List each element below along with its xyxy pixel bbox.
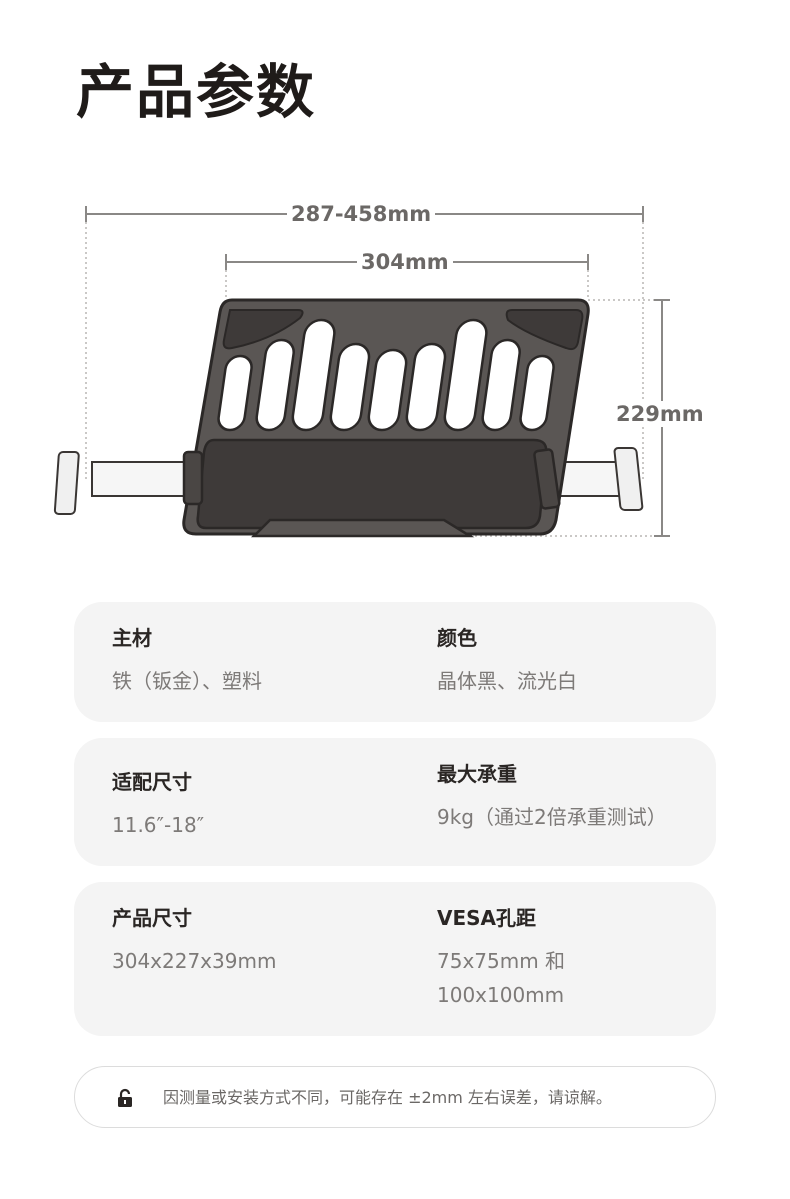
spec-label: 颜色	[437, 626, 477, 650]
spec-label: 产品尺寸	[112, 906, 192, 930]
height-label: 229mm	[612, 401, 708, 427]
spec-value: 铁（钣金）、塑料	[112, 669, 262, 693]
spec-value: 11.6″-18″	[112, 813, 205, 837]
spec-material: 主材 铁（钣金）、塑料	[112, 624, 262, 698]
spec-value-line: 100x100mm	[437, 983, 565, 1007]
spec-card-material-color: 主材 铁（钣金）、塑料 颜色 晶体黑、流光白	[74, 602, 716, 722]
right-arm	[555, 447, 644, 511]
spec-label: VESA孔距	[437, 906, 537, 930]
right-clamp	[533, 448, 561, 510]
spec-fit-size: 适配尺寸 11.6″-18″	[112, 768, 204, 842]
spec-value: 304x227x39mm	[112, 949, 277, 973]
notice-text: 因测量或安装方式不同，可能存在 ±2mm 左右误差，请谅解。	[163, 1088, 612, 1107]
overall-width-label: 287-458mm	[287, 201, 436, 227]
product-dimension-diagram: 287-458mm 304mm 229mm	[0, 180, 790, 570]
laptop-stand-illustration	[53, 206, 670, 538]
right-corner-grip	[505, 309, 584, 351]
spec-card-size-load: 适配尺寸 11.6″-18″ 最大承重 9kg（通过2倍承重测试）	[74, 738, 716, 866]
plate-width-label: 304mm	[357, 249, 453, 275]
palm-rest-pad	[196, 438, 548, 530]
spec-value: 晶体黑、流光白	[437, 669, 577, 693]
left-clamp	[182, 450, 204, 506]
page-title: 产品参数	[76, 58, 317, 126]
spec-value: 75x75mm 和 100x100mm	[437, 944, 565, 1012]
spec-label: 适配尺寸	[112, 770, 192, 794]
spec-label: 主材	[112, 626, 152, 650]
measurement-notice: 因测量或安装方式不同，可能存在 ±2mm 左右误差，请谅解。	[74, 1066, 716, 1128]
left-corner-grip	[222, 309, 304, 350]
spec-product-size: 产品尺寸 304x227x39mm	[112, 904, 276, 978]
spec-max-load: 最大承重 9kg（通过2倍承重测试）	[437, 760, 667, 834]
lock-icon	[118, 1088, 132, 1107]
spec-card-dimensions-vesa: 产品尺寸 304x227x39mm VESA孔距 75x75mm 和 100x1…	[74, 882, 716, 1036]
spec-value-line: 75x75mm 和	[437, 949, 566, 973]
spec-label: 最大承重	[437, 762, 517, 786]
spec-vesa: VESA孔距 75x75mm 和 100x100mm	[437, 904, 565, 1012]
bottom-lip	[250, 518, 475, 538]
spec-value: 9kg（通过2倍承重测试）	[437, 805, 667, 829]
spec-color: 颜色 晶体黑、流光白	[437, 624, 577, 698]
ventilation-slots	[217, 318, 555, 432]
left-arm	[53, 451, 193, 515]
